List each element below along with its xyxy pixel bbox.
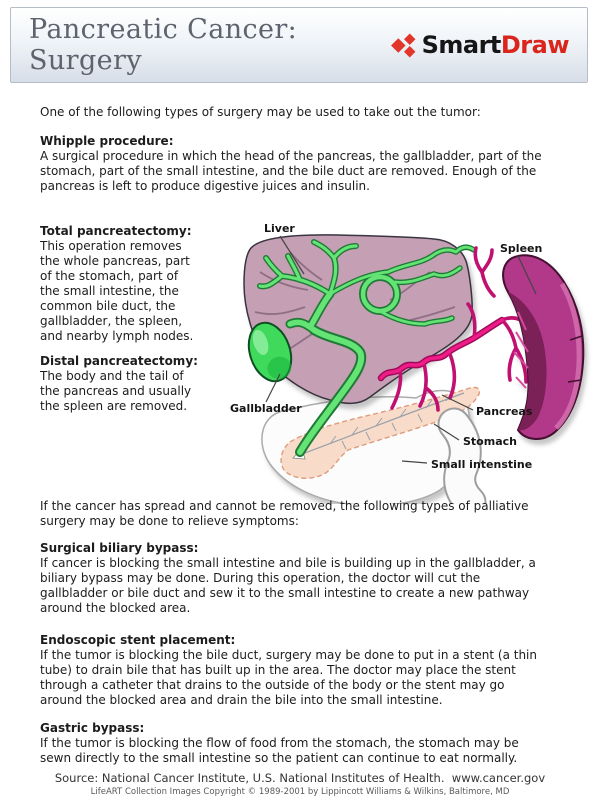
gallbladder-label: Gallbladder [230, 402, 302, 415]
gallbladder-shape [247, 321, 293, 383]
total-pancreatectomy-heading: Total pancreatectomy: [40, 224, 192, 238]
smartdraw-logo: SmartDraw [390, 31, 570, 59]
distal-pancreatectomy-heading: Distal pancreatectomy: [40, 354, 198, 368]
source-line: Source: National Cancer Institute, U.S. … [54, 771, 546, 785]
logo-text-draw: Draw [500, 31, 570, 59]
biliary-bypass-body: If cancer is blocking the small intestin… [40, 556, 536, 615]
intro-paragraph: One of the following types of surgery ma… [40, 105, 481, 119]
anatomy-diagram-svg: Liver Spleen Gallbladder Pancreas Stomac… [230, 222, 585, 519]
anatomy-illustration: Liver Spleen Gallbladder Pancreas Stomac… [230, 212, 592, 519]
palliative-intro-paragraph: If the cancer has spread and cannot be r… [40, 499, 529, 528]
bile-duct-tree [258, 240, 476, 455]
smartdraw-diamonds-icon [390, 33, 416, 57]
spleen-label: Spleen [500, 242, 542, 255]
stomach-label: Stomach [463, 435, 517, 448]
gastric-bypass-heading: Gastric bypass: [40, 721, 145, 735]
biliary-bypass-heading: Surgical biliary bypass: [40, 541, 199, 555]
label-leader-lines [265, 235, 537, 464]
copyright-line: LifeART Collection Images Copyright © 19… [90, 787, 510, 797]
spleen-shape [502, 254, 585, 440]
stent-placement-body: If the tumor is blocking the bile duct, … [40, 648, 537, 707]
logo-text-smart: Smart [421, 31, 502, 59]
liver-label: Liver [264, 222, 295, 235]
page-title: Pancreatic Cancer: Surgery [29, 14, 298, 76]
header-banner: Pancreatic Cancer: Surgery SmartDraw [10, 7, 588, 83]
distal-pancreatectomy-body: The body and the tail of the pancreas an… [40, 369, 192, 413]
stent-placement-heading: Endoscopic stent placement: [40, 633, 236, 647]
gastric-bypass-body: If the tumor is blocking the flow of foo… [40, 736, 519, 765]
small-intestine-label: Small intenstine [431, 458, 532, 471]
small-intestine-shape [437, 407, 487, 519]
pancreas-label: Pancreas [476, 405, 533, 418]
splenic-artery [377, 246, 528, 412]
whipple-heading: Whipple procedure: [40, 134, 174, 148]
whipple-body: A surgical procedure in which the head o… [40, 149, 542, 193]
total-pancreatectomy-body: This operation removes the whole pancrea… [40, 239, 194, 343]
logo-wordmark: SmartDraw [421, 31, 570, 59]
